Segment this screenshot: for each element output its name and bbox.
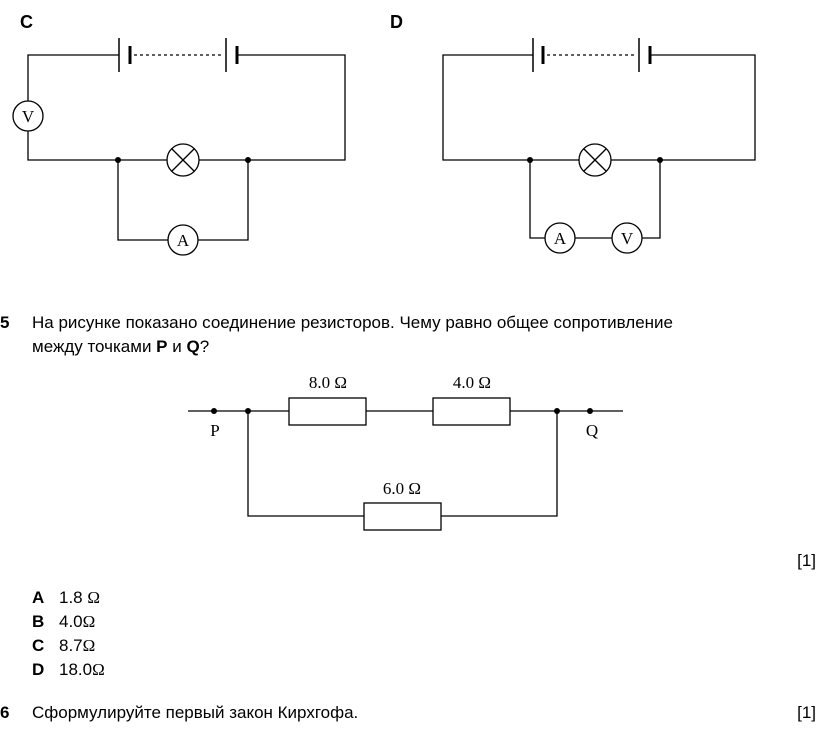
ammeter-d-icon: [544, 222, 576, 254]
question-6-marks: [1]: [797, 703, 816, 722]
voltmeter-d-icon: [611, 222, 643, 254]
question-5-line2: между точками P и Q?: [32, 337, 210, 356]
circuit-c: [12, 38, 346, 256]
resistor-network-diagram: 8.0 Ω 4.0 Ω 6.0 Ω P Q: [188, 373, 623, 531]
point-p-label: P: [210, 421, 219, 440]
resistor-6-label: 6.0 Ω: [383, 479, 421, 498]
circuit-c-label: C: [20, 12, 33, 32]
circuit-d-label: D: [390, 12, 403, 32]
question-5-line1: На рисунке показано соединение резисторо…: [32, 313, 673, 332]
question-5-text: На рисунке показано соединение резисторо…: [32, 311, 812, 359]
question-5-marks: [1]: [797, 551, 816, 570]
voltmeter-d-label: V: [621, 229, 634, 248]
point-p-ref: P: [156, 337, 168, 356]
resistor-8-ohm: [288, 397, 367, 426]
resistor-4-label: 4.0 Ω: [453, 373, 491, 392]
resistor-6-ohm: [363, 502, 442, 531]
voltmeter-c-label: V: [22, 107, 35, 126]
ammeter-c-label: A: [177, 231, 190, 250]
resistor-8-label: 8.0 Ω: [309, 373, 347, 392]
question-6-number: 6: [0, 703, 10, 722]
top-circuits-diagram: C D V A A V: [12, 12, 756, 256]
question-5-number: 5: [0, 313, 10, 332]
circuit-d: [442, 38, 756, 254]
ammeter-c-icon: [167, 224, 199, 256]
ammeter-d-label: A: [554, 229, 567, 248]
point-q-label: Q: [586, 421, 598, 440]
question-6-text: Сформулируйте первый закон Кирхгофа.: [32, 703, 359, 722]
voltmeter-c-icon: [12, 100, 44, 132]
resistor-4-ohm: [432, 397, 511, 426]
point-q-ref: Q: [186, 337, 200, 356]
